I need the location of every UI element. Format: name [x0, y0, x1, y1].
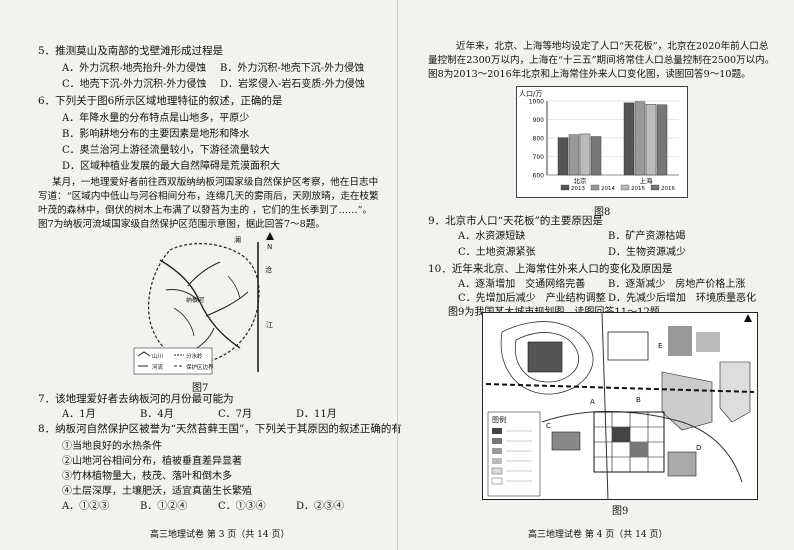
- left-page: 5．推测莫山及南部的戈壁滩形成过程是 A．外力沉积-地壳抬升-外力侵蚀 B．外力…: [38, 45, 402, 540]
- chart-category-label: 北京: [574, 176, 588, 185]
- q5-option-c[interactable]: C．地壳下沉-外力沉积-外力侵蚀: [62, 79, 207, 90]
- q10-option-a[interactable]: A．逐渐增加 交通网络完善: [458, 279, 586, 290]
- q8-statement-1: ①当地良好的水热条件: [62, 441, 162, 452]
- q7-option-b[interactable]: B．4月: [140, 409, 174, 420]
- q6-option-c[interactable]: C．奥兰治河上游径流量较小，下游径流量较大: [62, 145, 270, 156]
- chart-bar: [568, 134, 580, 176]
- q5-option-b[interactable]: B．外力沉积-地壳下沉-外力侵蚀: [220, 63, 365, 74]
- q8-statement-3: ③竹林植物量大，枝茂、落叶和倒木多: [62, 471, 232, 482]
- chart-bar: [557, 137, 569, 176]
- fig7-legend-watershed: 分水岭: [186, 352, 203, 360]
- chart-bar: [634, 101, 646, 176]
- fig7-legend-mountain: 山川: [152, 352, 163, 360]
- q7-option-d[interactable]: D．11月: [296, 409, 337, 420]
- chart-bar: [590, 136, 602, 176]
- chart-legend-label: 2015: [631, 186, 645, 192]
- chart-legend-label: 2016: [661, 186, 675, 192]
- q5-option-d[interactable]: D．岩浆侵入-岩石变质-外力侵蚀: [220, 79, 365, 90]
- chart-legend-swatch: [560, 184, 570, 191]
- q7-option-a[interactable]: A．1月: [62, 409, 96, 420]
- q8-option-b[interactable]: B．①②④: [140, 501, 188, 512]
- fig7-label-top: 澜: [234, 235, 241, 244]
- fig9-label-c: C: [546, 422, 551, 430]
- passage-7-8: 某月，一地理爱好者前往西双版纳纳板河国家级自然保护区考察，他在日志中写道：“区域…: [38, 177, 379, 230]
- fig9-label-a: A: [590, 398, 595, 406]
- fig7-label-river: 纳板河: [186, 296, 204, 304]
- figure-7-map: 澜 沧 江 纳板河 N 山川 分水岭 河流 保护区边界: [130, 232, 280, 377]
- chart-legend-label: 2013: [571, 186, 585, 192]
- q9-option-d[interactable]: D．生物资源减少: [608, 247, 687, 258]
- chart-bar: [656, 104, 668, 176]
- fig7-label-jiang: 江: [266, 321, 273, 329]
- q10-option-c[interactable]: C．先增加后减少 产业结构调整: [458, 293, 606, 304]
- chart-ytick-label: 1000: [529, 99, 544, 106]
- q10-stem: 10．近年来北京、上海常住外来人口的变化及原因是: [428, 263, 673, 275]
- q6-option-a[interactable]: A．年降水量的分布特点是山地多，平原少: [62, 113, 250, 124]
- chart-ytick-label: 700: [533, 154, 545, 161]
- q8-statement-2: ②山地河谷相间分布，植被垂直差异显著: [62, 456, 242, 467]
- q6-option-d[interactable]: D．区域种植业发展的最大自然障碍是荒漠面积大: [62, 161, 281, 172]
- fig7-legend: [133, 347, 213, 375]
- q9-option-a[interactable]: A．水资源短缺: [458, 231, 526, 242]
- figure-9-city-plan: A B C D E 图例: [482, 312, 758, 500]
- fig9-label-e: E: [658, 342, 662, 350]
- q7-stem: 7．该地理爱好者去纳板河的月份最可能为: [38, 393, 234, 405]
- chart-ytick-label: 600: [533, 173, 545, 180]
- q9-option-b[interactable]: B．矿产资源枯竭: [608, 231, 686, 242]
- right-page: 近年来，北京、上海等地均设定了人口“天花板”，北京在2020年前人口总量控制在2…: [397, 0, 794, 550]
- fig7-legend-river: 河流: [152, 363, 164, 371]
- chart-category-label: 上海: [640, 176, 654, 185]
- fig7-north: N: [267, 243, 272, 251]
- q8-option-d[interactable]: D．②③④: [296, 501, 345, 512]
- q10-option-b[interactable]: B．逐渐减少 房地产价格上涨: [608, 279, 746, 290]
- chart-bar: [623, 102, 635, 176]
- q5-stem: 5．推测莫山及南部的戈壁滩形成过程是: [38, 45, 224, 57]
- chart-ytick-label: 800: [533, 136, 545, 143]
- chart-bar: [579, 133, 591, 176]
- chart-bar: [645, 104, 657, 176]
- q8-statement-4: ④土层深厚，土壤肥沃，适宜真菌生长繁殖: [62, 486, 252, 497]
- figure-8-caption: 图8: [594, 207, 611, 218]
- chart-legend-label: 2014: [601, 186, 615, 192]
- fig9-label-d: D: [696, 444, 701, 452]
- fig9-label-b: B: [636, 396, 641, 404]
- q6-stem: 6．下列关于图6所示区域地理特征的叙述，正确的是: [38, 95, 283, 107]
- left-page-footer: 高三地理试卷 第 3 页（共 14 页）: [150, 530, 290, 540]
- q8-option-a[interactable]: A．①②③: [62, 501, 110, 512]
- intro-9-10: 近年来，北京、上海等地均设定了人口“天花板”，北京在2020年前人口总量控制在2…: [428, 41, 775, 80]
- chart-ytick-label: 900: [533, 117, 545, 124]
- chart-legend-swatch: [590, 184, 600, 191]
- right-page-footer: 高三地理试卷 第 4 页（共 14 页）: [528, 530, 668, 540]
- q5-option-a[interactable]: A．外力沉积-地壳抬升-外力侵蚀: [62, 63, 206, 74]
- fig7-label-mid: 沧: [265, 265, 272, 274]
- fig7-legend-boundary: 保护区边界: [186, 363, 214, 371]
- q7-option-c[interactable]: C．7月: [218, 409, 253, 420]
- q9-stem: 9．北京市人口“天花板”的主要原因是: [428, 215, 603, 227]
- chart-legend-swatch: [650, 184, 660, 191]
- mountain-legend-icon: [137, 351, 151, 357]
- city-center-grid: [593, 411, 665, 473]
- north-arrow-icon: [744, 314, 752, 322]
- chart-ylabel: 人口/万: [519, 90, 542, 98]
- chart-legend-swatch: [620, 184, 630, 191]
- figure-7-caption: 图7: [192, 383, 209, 394]
- fig9-legend-title: 图例: [492, 415, 506, 424]
- q9-option-c[interactable]: C．土地资源紧张: [458, 247, 536, 258]
- q8-stem: 8．纳板河自然保护区被誉为“天然苔藓王国”，下列关于其原因的叙述正确的有: [38, 423, 402, 435]
- q6-option-b[interactable]: B．影响耕地分布的主要因素是地形和降水: [62, 129, 250, 140]
- q8-option-c[interactable]: C．①③④: [218, 501, 266, 512]
- figure-9-caption: 图9: [612, 506, 629, 517]
- north-arrow-icon: N: [266, 232, 274, 251]
- q10-option-d[interactable]: D．先减少后增加 环境质量恶化: [608, 293, 757, 304]
- fig9-legend-swatches: [491, 428, 532, 485]
